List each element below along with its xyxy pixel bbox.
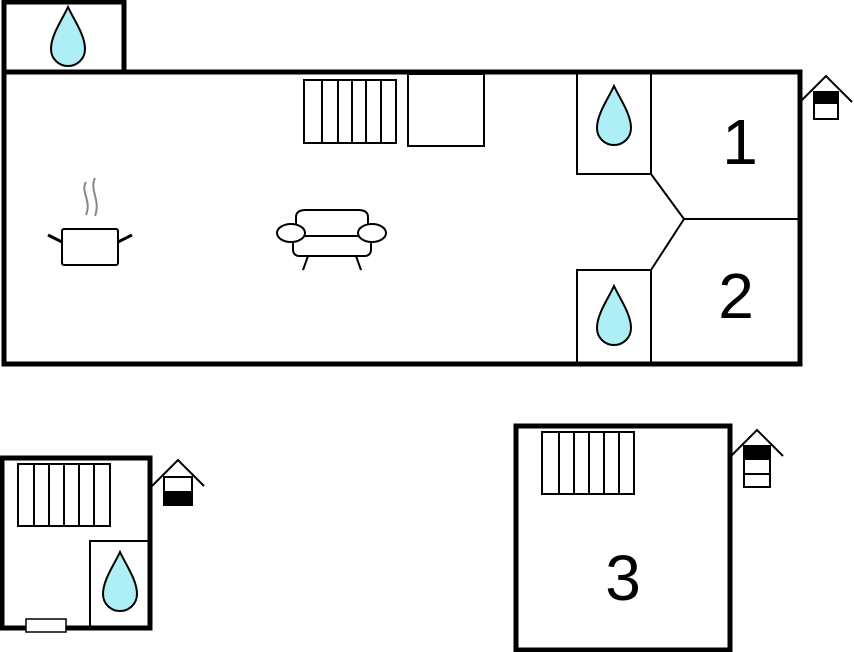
stove-pot-icon [47, 177, 133, 266]
small-building [0, 455, 205, 633]
water-drop-icon [596, 85, 632, 146]
water-drop-icon [102, 551, 138, 612]
room-label-2: 2 [718, 260, 754, 332]
bathroom-bottom [576, 269, 652, 364]
cabinet [407, 73, 485, 147]
room-label-1: 1 [722, 106, 758, 178]
separate-building: 3 [513, 423, 784, 652]
radiator-icon [541, 431, 635, 495]
main-building: 1 2 [1, 0, 853, 367]
water-drop-icon [50, 6, 86, 67]
house-level-icon [730, 429, 784, 488]
bathroom-top [576, 72, 652, 175]
radiator-icon [17, 463, 111, 527]
small-bathroom [89, 540, 151, 629]
room-label-3: 3 [605, 542, 641, 614]
radiator-icon [303, 79, 397, 144]
annex-walls [1, 0, 127, 75]
house-level-icon [151, 459, 205, 506]
hallway-walls [650, 173, 686, 271]
door-step [25, 618, 67, 633]
water-drop-icon [596, 285, 632, 346]
separate-building-walls [513, 423, 733, 652]
sofa-icon [276, 209, 387, 271]
main-building-walls [1, 69, 803, 367]
house-level-icon [799, 75, 853, 120]
